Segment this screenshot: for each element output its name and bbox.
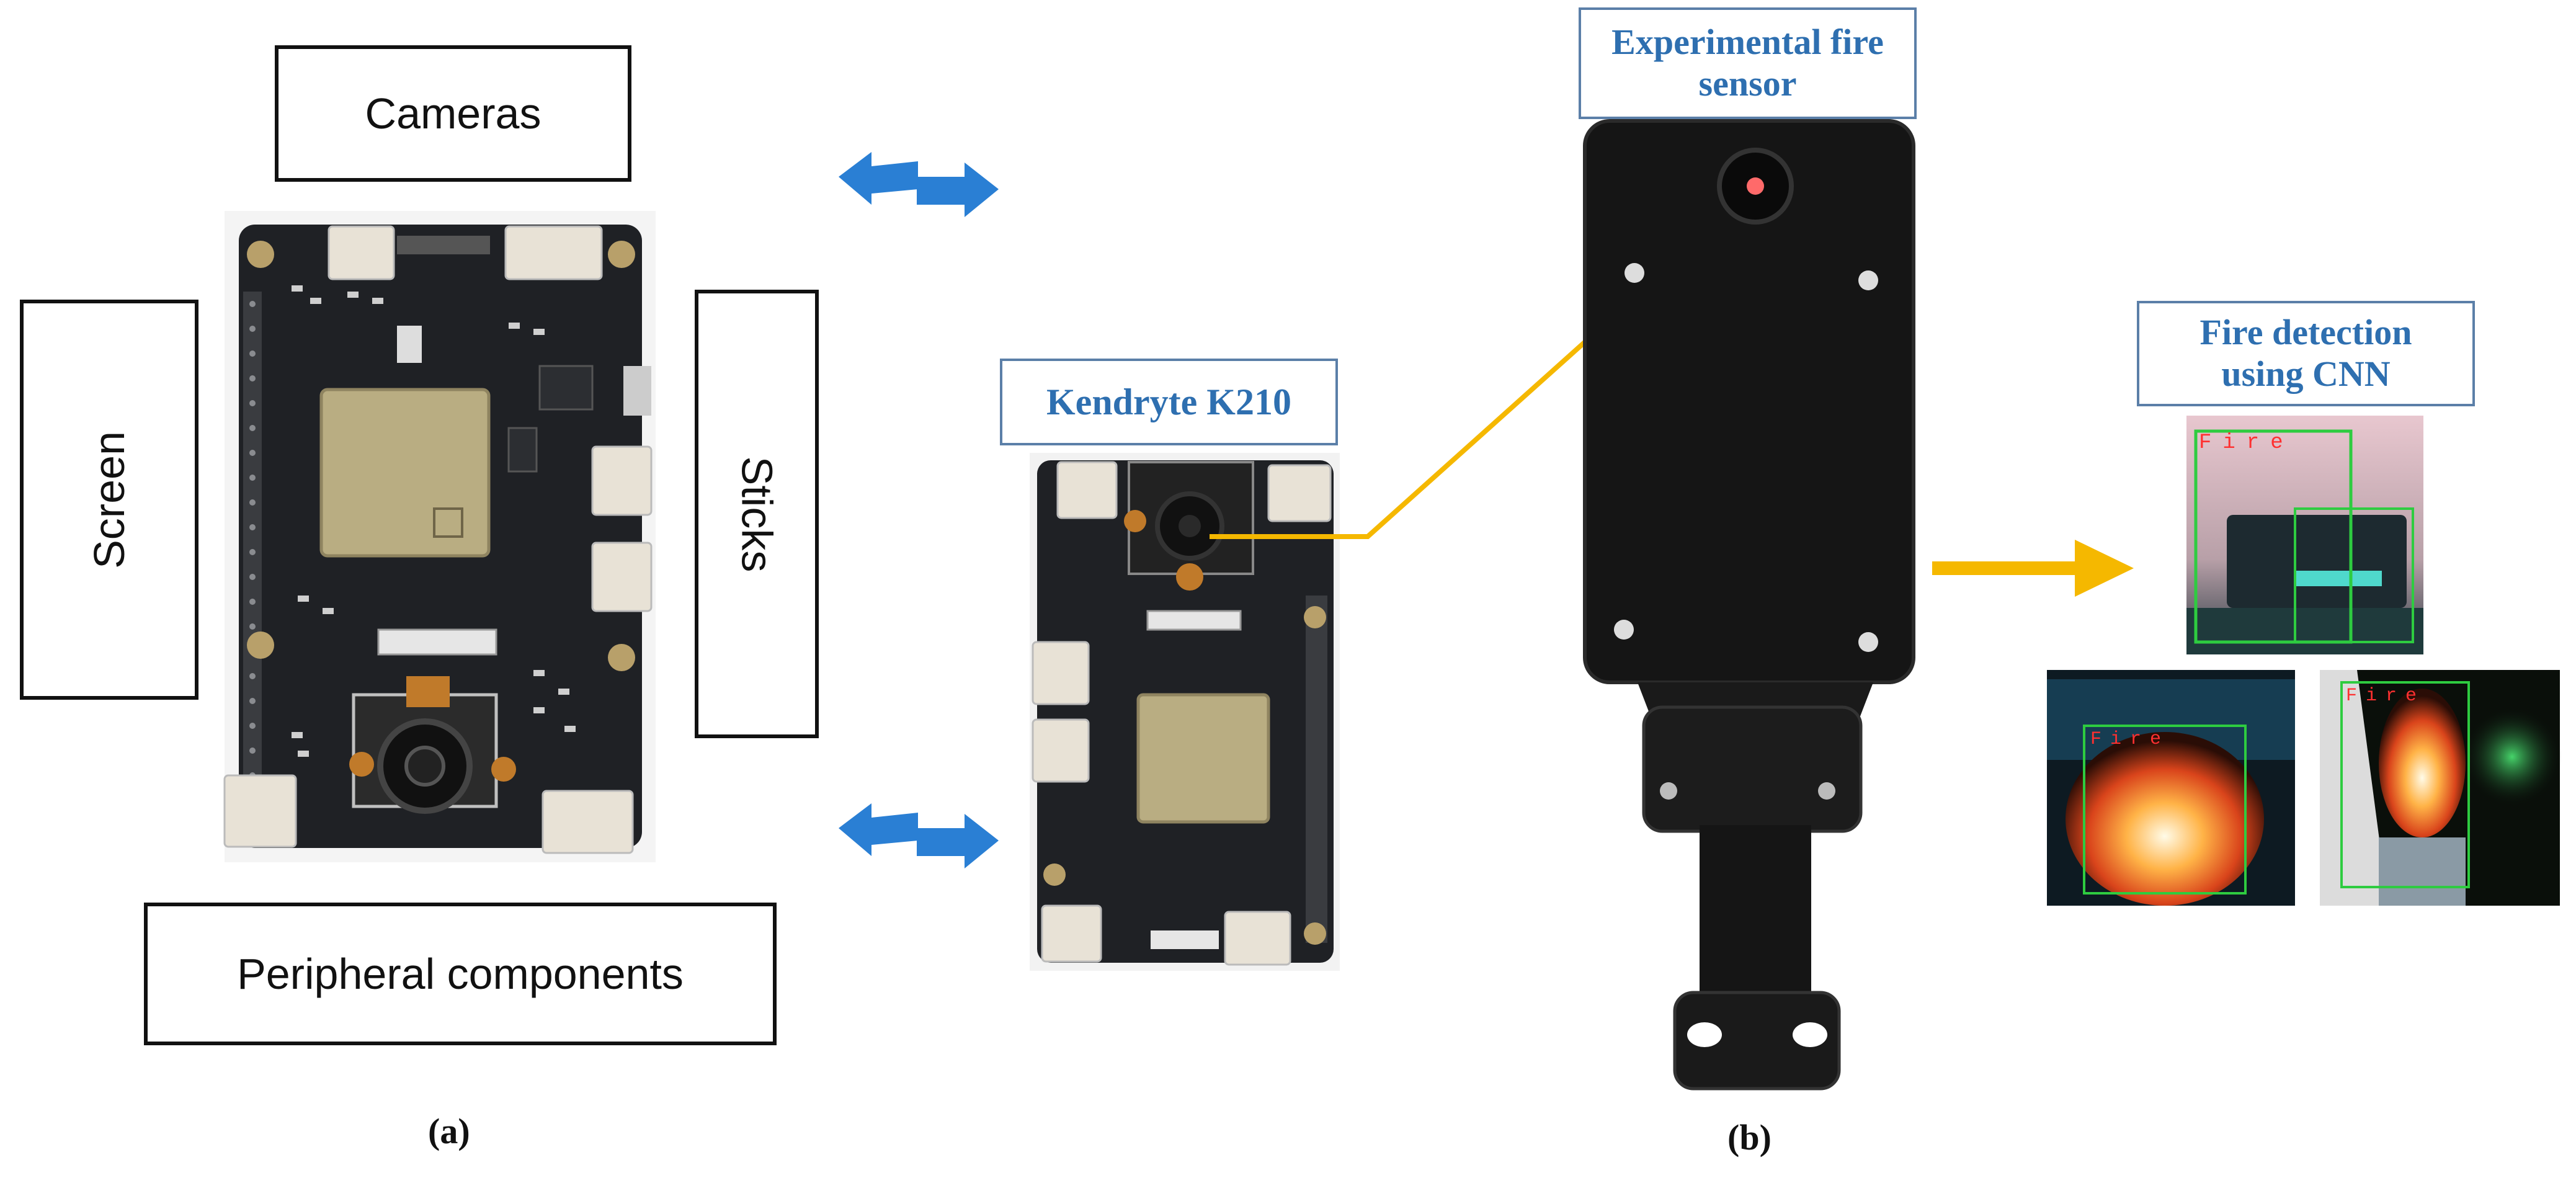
fire-tag-1: Fire (2199, 431, 2294, 455)
kendryte-board (1030, 453, 1340, 971)
arrow-right-icon (1932, 540, 2134, 597)
cameras-label: Cameras (275, 45, 631, 182)
fire-tag-3: Fire (2346, 685, 2426, 707)
dev-board-a (223, 211, 656, 862)
fire-sensor-enclosure (1583, 119, 1915, 1091)
peripheral-components-label: Peripheral components (144, 903, 777, 1045)
sticks-label: Sticks (695, 290, 819, 738)
kendryte-label: Kendryte K210 (1000, 359, 1338, 445)
double-arrow-top-icon (839, 152, 999, 217)
peripheral-components-label-text: Peripheral components (237, 950, 684, 998)
detection-image-2 (2047, 670, 2295, 906)
fire-tag-2: Fire (2090, 729, 2170, 750)
sensor-label-text: Experimental fire sensor (1611, 22, 1884, 104)
kendryte-label-text: Kendryte K210 (1046, 381, 1291, 422)
cameras-label-text: Cameras (365, 89, 541, 138)
caption-b: (b) (1727, 1117, 1772, 1158)
detection-image-1 (2186, 416, 2423, 654)
cnn-label-text: Fire detection using CNN (2199, 312, 2412, 394)
caption-a: (a) (428, 1111, 470, 1151)
sensor-label: Experimental fire sensor (1579, 7, 1917, 119)
double-arrow-bottom-icon (839, 803, 999, 868)
cnn-label: Fire detection using CNN (2137, 301, 2475, 406)
screen-label: Screen (20, 300, 198, 700)
detection-image-3 (2320, 670, 2562, 906)
